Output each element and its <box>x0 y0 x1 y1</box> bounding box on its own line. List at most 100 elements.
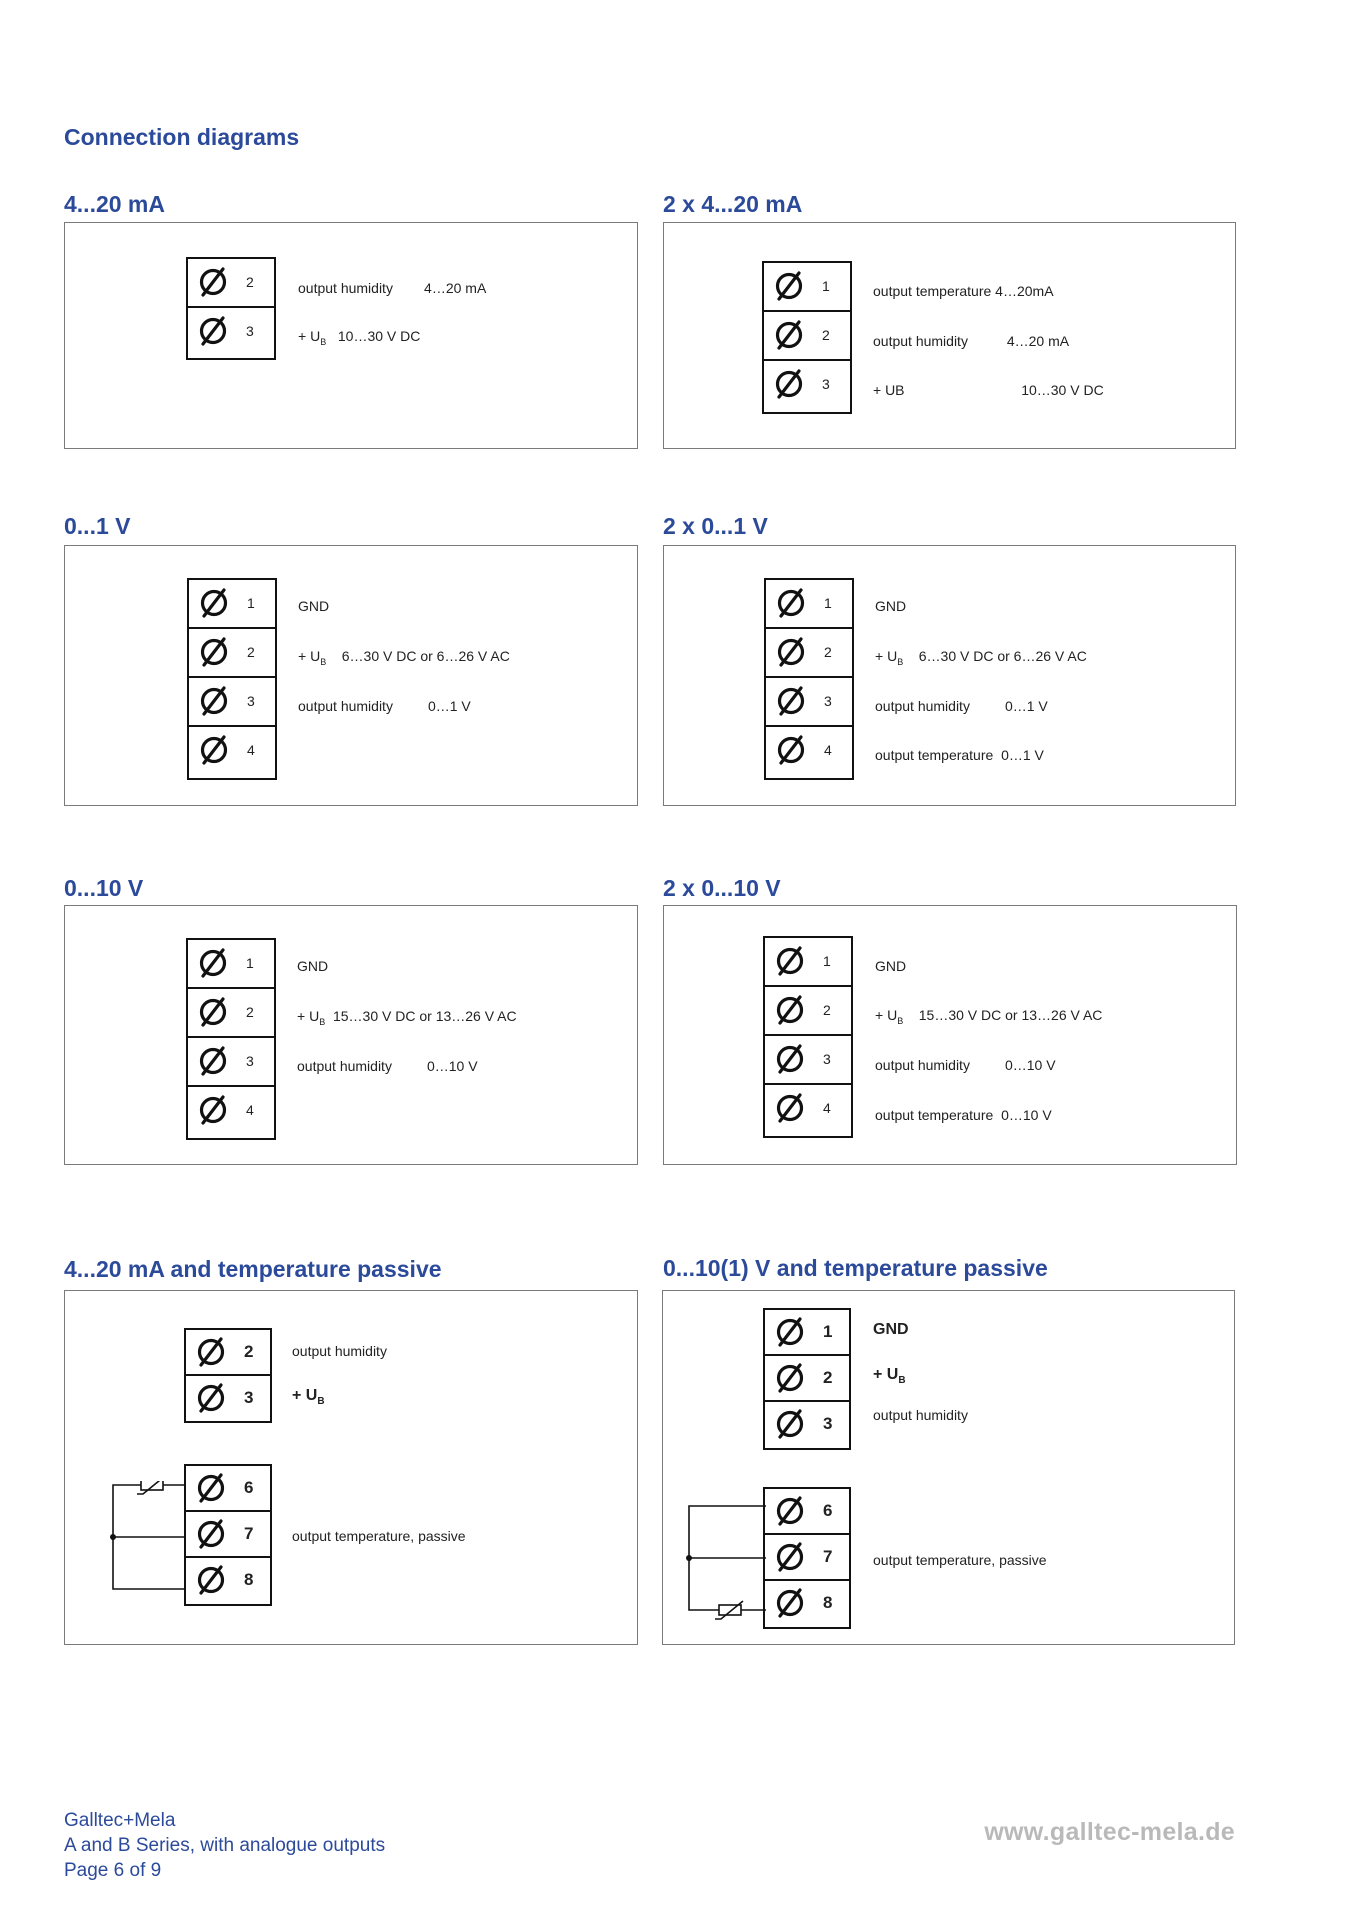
terminal-row: 2 <box>765 1356 849 1402</box>
terminal-row: 4 <box>188 1087 274 1136</box>
diagram-panel-2x0-10v: 1 2 3 4 GND + UB 15…30 V DC or 13…26 V A… <box>663 905 1237 1165</box>
terminal-label: + UB 10…30 V DC <box>873 382 1104 398</box>
screw-terminal-icon <box>200 637 228 667</box>
terminal-block: 1 2 3 <box>762 261 852 414</box>
thermistor-wiring <box>110 1481 186 1590</box>
footer-company: Galltec+Mela <box>64 1810 176 1831</box>
screw-terminal-icon <box>197 1565 225 1595</box>
screw-terminal-icon <box>776 946 804 976</box>
terminal-number: 2 <box>247 644 255 660</box>
terminal-row: 7 <box>765 1535 849 1581</box>
section-title-2x4-20ma: 2 x 4...20 mA <box>663 191 803 217</box>
terminal-number: 2 <box>824 644 832 660</box>
section-title-2x0-1v: 2 x 0...1 V <box>663 513 768 539</box>
terminal-number: 1 <box>246 955 254 971</box>
terminal-label: + UB 6…30 V DC or 6…26 V AC <box>298 648 510 667</box>
terminal-row: 2 <box>766 629 852 678</box>
terminal-row: 2 <box>186 1330 270 1376</box>
screw-terminal-icon <box>777 735 805 765</box>
terminal-row: 6 <box>186 1466 270 1512</box>
terminal-label: + UB <box>873 1366 906 1387</box>
screw-terminal-icon <box>775 320 803 350</box>
terminal-block: 6 7 8 <box>763 1487 851 1629</box>
screw-terminal-icon <box>775 369 803 399</box>
terminal-number: 2 <box>823 1368 833 1387</box>
section-title-0-1v: 0...1 V <box>64 513 131 539</box>
terminal-row: 8 <box>765 1581 849 1627</box>
terminal-row: 3 <box>189 678 275 727</box>
screw-terminal-icon <box>199 267 227 297</box>
terminal-number: 4 <box>823 1100 831 1116</box>
terminal-block: 1 2 3 <box>763 1308 851 1450</box>
terminal-number: 1 <box>822 278 830 294</box>
terminal-row: 2 <box>188 989 274 1038</box>
terminal-row: 2 <box>189 629 275 678</box>
thermistor-icon <box>715 1600 744 1620</box>
terminal-label: GND <box>875 958 907 974</box>
screw-terminal-icon <box>776 1588 804 1618</box>
diagram-panel-4-20ma-temp-passive: 2 3 output humidity + UB 6 7 8 output te… <box>64 1290 638 1645</box>
terminal-label: GND <box>873 1321 909 1338</box>
screw-terminal-icon <box>777 637 805 667</box>
section-title-2x0-10v: 2 x 0...10 V <box>663 875 781 901</box>
terminal-label: output temperature, passive <box>873 1552 1047 1568</box>
terminal-number: 1 <box>823 1322 833 1341</box>
terminal-row: 3 <box>765 1036 851 1085</box>
terminal-row: 1 <box>764 263 850 312</box>
section-title-0-10-1v-temp-passive: 0...10(1) V and temperature passive <box>663 1255 1048 1281</box>
terminal-row: 2 <box>765 987 851 1036</box>
terminal-number: 2 <box>823 1002 831 1018</box>
terminal-row: 2 <box>188 259 274 308</box>
screw-terminal-icon <box>200 735 228 765</box>
terminal-row: 2 <box>764 312 850 361</box>
screw-terminal-icon <box>775 271 803 301</box>
screw-terminal-icon <box>200 686 228 716</box>
terminal-label: output humidity 0…10 V <box>297 1058 478 1074</box>
terminal-number: 3 <box>244 1388 254 1407</box>
diagram-panel-4-20ma: 2 3 output humidity 4…20 mA + UB 10…30 V… <box>64 222 638 449</box>
terminal-row: 1 <box>766 580 852 629</box>
terminal-label: GND <box>875 598 907 614</box>
terminal-row: 6 <box>765 1489 849 1535</box>
terminal-label: output humidity <box>292 1343 387 1359</box>
footer: Galltec+Mela A and B Series, with analog… <box>64 1808 385 1883</box>
screw-terminal-icon <box>197 1473 225 1503</box>
terminal-row: 1 <box>189 580 275 629</box>
terminal-number: 2 <box>822 327 830 343</box>
screw-terminal-icon <box>776 1317 804 1347</box>
terminal-number: 4 <box>247 742 255 758</box>
terminal-number: 4 <box>824 742 832 758</box>
terminal-label: GND <box>297 958 329 974</box>
diagram-panel-0-10v: 1 2 3 4 GND + UB 15…30 V DC or 13…26 V A… <box>64 905 638 1165</box>
terminal-number: 3 <box>823 1051 831 1067</box>
diagram-panel-2x0-1v: 1 2 3 4 GND + UB 6…30 V DC or 6…26 V AC … <box>663 545 1236 806</box>
terminal-row: 1 <box>765 1310 849 1356</box>
terminal-block: 2 3 <box>184 1328 272 1423</box>
terminal-label: output humidity 4…20 mA <box>298 280 487 296</box>
terminal-label: + UB 15…30 V DC or 13…26 V AC <box>875 1007 1103 1026</box>
diagram-panel-0-10-1v-temp-passive: 1 2 3 GND + UB output humidity 6 7 8 out… <box>662 1290 1235 1645</box>
screw-terminal-icon <box>197 1519 225 1549</box>
website-url[interactable]: www.galltec-mela.de <box>984 1818 1235 1846</box>
terminal-number: 3 <box>247 693 255 709</box>
screw-terminal-icon <box>199 316 227 346</box>
terminal-label: output temperature, passive <box>292 1528 466 1544</box>
terminal-row: 8 <box>186 1558 270 1604</box>
screw-terminal-icon <box>776 1093 804 1123</box>
terminal-number: 4 <box>246 1102 254 1118</box>
terminal-block: 1 2 3 4 <box>763 936 853 1138</box>
terminal-number: 8 <box>244 1570 254 1589</box>
terminal-number: 6 <box>823 1501 833 1520</box>
screw-terminal-icon <box>199 948 227 978</box>
terminal-row: 3 <box>765 1402 849 1448</box>
screw-terminal-icon <box>776 1542 804 1572</box>
terminal-number: 1 <box>824 595 832 611</box>
terminal-row: 3 <box>188 1038 274 1087</box>
page-title: Connection diagrams <box>64 124 300 150</box>
screw-terminal-icon <box>200 588 228 618</box>
screw-terminal-icon <box>199 1046 227 1076</box>
terminal-label: output humidity 0…1 V <box>298 698 471 714</box>
terminal-number: 2 <box>244 1342 254 1361</box>
terminal-label: + UB 6…30 V DC or 6…26 V AC <box>875 648 1087 667</box>
screw-terminal-icon <box>197 1337 225 1367</box>
